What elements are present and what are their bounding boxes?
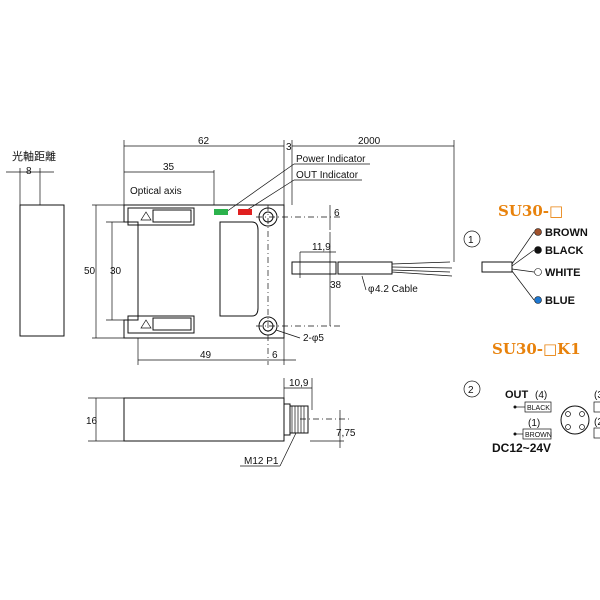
dim-total-width: 62 [198,136,210,147]
wire-label-blue: BLUE [545,295,575,307]
out-indicator-label: OUT Indicator [296,170,359,181]
blue-wire-dot [534,296,542,304]
supply-label: DC12~24V [492,441,551,455]
wiring-leads [511,231,535,301]
optical-axis-label: Optical axis [130,186,182,197]
terminal-dot [513,432,517,436]
side-width-dim: 8 [26,166,32,177]
dim-offset: 3 [286,142,292,153]
leader-line [361,275,367,291]
pin1-label: (1) [528,418,540,429]
side-view-title: 光軸距離 [12,149,56,163]
dim-axis-pos: 35 [163,162,175,173]
cable-wires [391,261,453,277]
holes-label: 2-φ5 [303,333,324,344]
wiring-diagram-1: SU30-□ 1 BROWN BLACK WHITE BLUE [463,202,588,307]
black-tag [524,401,552,413]
leader-line [275,329,301,339]
white-wire-dot [534,268,542,276]
warning-icon [140,319,152,329]
side-view: 光軸距離 8 [6,149,65,337]
wiring-diagram-2: SU30-□K1 2 OUT (4) (3 BLACK (2 (1) BROWN… [463,340,600,455]
pin-2 [579,424,585,430]
dim-cable-offset: 11,9 [312,242,331,253]
bottom-body [123,397,285,442]
circled-number-2 [463,380,481,398]
dim-height: 50 [84,266,96,277]
wire-label-brown: BROWN [545,227,588,239]
out-pin-label: (4) [535,390,547,401]
brown-tag [522,428,552,440]
wire-label-white: WHITE [545,267,580,279]
model-label-2: SU30-□K1 [492,340,581,358]
cable-sleeve [291,261,337,275]
dim-connector-offset: 7,75 [336,428,356,439]
power-led [214,209,228,215]
pin-4 [565,411,571,417]
pin3-label: (3 [594,390,600,401]
m12-connector [560,405,590,435]
dim-cable-length: 2000 [358,136,381,147]
connector-thread [289,405,309,434]
front-view: 62 3 2000 35 Optical axis Power Indicato… [84,136,455,365]
dim-connector-len: 10,9 [289,378,309,389]
black-wire-dot [534,246,542,254]
dim-bottom-height: 16 [86,416,98,427]
warning-icon [140,211,152,221]
side-body [19,204,65,337]
right-tag [593,401,600,413]
cable-label-prefix: φ [368,284,375,295]
connector-flange [283,403,291,436]
cable-label: 4.2 Cable [375,284,418,295]
number-1: 1 [468,235,474,246]
number-2: 2 [468,385,474,396]
brown-tag-label: BROWN [525,432,552,439]
dim-hole-pitch: 38 [330,280,342,291]
leader-line [279,432,297,467]
upper-window-inner [152,209,192,223]
pin2-label: (2 [594,417,600,428]
model-label-1: SU30-□ [498,202,563,220]
brown-wire-dot [534,228,542,236]
dim-bottom-width: 49 [200,350,212,361]
power-indicator-label: Power Indicator [296,154,366,165]
pin-3 [579,411,585,417]
lower-window [127,315,195,334]
wiring-cable [481,261,513,273]
leader-line [243,179,295,213]
wire-label-black: BLACK [545,245,584,257]
lower-window-inner [152,317,192,331]
dim-mount-offset: 6 [334,208,340,219]
dim-inner-height: 30 [110,266,122,277]
cable-jacket [337,261,393,275]
right-tag-2 [593,427,600,439]
pin-1 [565,424,571,430]
out-led [238,209,252,215]
circled-number-1 [463,230,481,248]
thread-lines [291,406,305,433]
leader-line [225,163,295,213]
bottom-view: 10,9 16 7,75 M12 P1 [86,378,356,467]
black-tag-label: BLACK [527,405,550,412]
dim-bottom-offset: 6 [272,350,278,361]
inner-slot [219,221,259,317]
out-label: OUT [505,389,529,401]
terminal-dot [513,405,517,409]
thread-label: M12 P1 [244,456,279,467]
upper-window [127,207,195,226]
